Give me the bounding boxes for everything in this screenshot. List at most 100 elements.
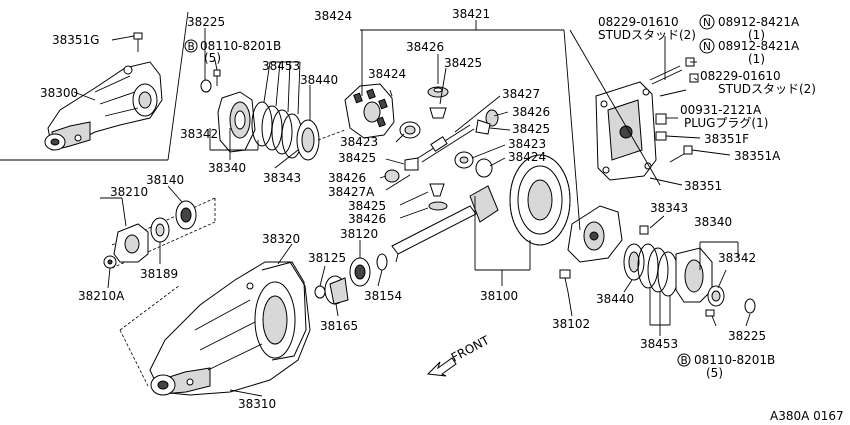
gasket-38320-drawing — [261, 261, 307, 361]
label-38440-upper: 38440 — [300, 73, 338, 87]
label-38154: 38154 — [364, 289, 402, 303]
label-08912-upper-qty: (1) — [748, 28, 765, 42]
rear-cover-38351-drawing — [595, 81, 657, 181]
bearing-38440-lower-drawing — [623, 243, 645, 281]
label-38424-right: 38424 — [508, 150, 546, 164]
pinion-shaft-38427-drawing — [417, 124, 475, 163]
bearing-38120-drawing — [349, 257, 371, 287]
label-08110-lower-qty: (5) — [706, 366, 723, 380]
side-retainer-upper-drawing — [217, 91, 256, 153]
carrier-38310-drawing — [149, 261, 311, 396]
label-38423-right: 38423 — [508, 137, 546, 151]
label-38427: 38427 — [502, 87, 540, 101]
label-38189: 38189 — [140, 267, 178, 281]
label-38342-lower: 38342 — [718, 251, 756, 265]
label-38300: 38300 — [40, 86, 78, 100]
label-38340-lower: 38340 — [694, 215, 732, 229]
label-38225-lower: 38225 — [728, 329, 766, 343]
label-38343-lower: 38343 — [650, 201, 688, 215]
washer-38424-right-drawing — [475, 158, 493, 178]
label-38426-top: 38426 — [406, 40, 444, 54]
washer-38426-left-drawing — [384, 169, 400, 183]
label-38120: 38120 — [340, 227, 378, 241]
label-00931: 00931-2121A — [680, 103, 762, 117]
washer-38426-bottom-drawing — [428, 201, 448, 211]
drive-pinion-38100-drawing — [391, 185, 499, 263]
label-38424-mid: 38424 — [368, 67, 406, 81]
label-08110-lower: 08110-8201B — [694, 353, 775, 367]
o-ring-38225-upper — [200, 79, 212, 93]
mark-b-lower-icon — [677, 353, 691, 367]
seal-38342-lower-drawing — [707, 285, 725, 307]
label-08110-upper: 08110-8201B — [200, 39, 281, 53]
washer-38426-top-drawing — [427, 86, 449, 98]
label-38425-bottom: 38425 — [348, 199, 386, 213]
label-38320: 38320 — [262, 232, 300, 246]
label-08912-lower: 08912-8421A — [718, 39, 800, 53]
bolt-38102-drawing — [559, 269, 571, 293]
shim-stack-38453-lower — [637, 243, 679, 297]
side-gear-38423-drawing — [399, 121, 421, 139]
flange-38210-drawing — [113, 223, 149, 263]
label-08912-lower-qty: (1) — [748, 52, 765, 66]
o-ring-38225-lower — [744, 298, 756, 314]
label-00931-sub: PLUGプラグ(1) — [684, 116, 768, 130]
label-38425-right: 38425 — [512, 122, 550, 136]
bearing-38140-drawing — [175, 200, 197, 230]
label-38453-upper: 38453 — [262, 59, 300, 73]
label-08229-lower-sub: STUDスタッド(2) — [718, 82, 816, 96]
plug-00931-drawing — [655, 113, 667, 125]
label-38102: 38102 — [552, 317, 590, 331]
bolt-38351F-drawing — [655, 131, 667, 141]
label-38424-top: 38424 — [314, 9, 352, 23]
dash-housing-left — [119, 284, 181, 331]
label-08229-upper: 08229-01610 — [598, 15, 679, 29]
stud-08229-upper-drawing — [649, 65, 683, 85]
label-38351G: 38351G — [52, 33, 99, 47]
label-38440-lower: 38440 — [596, 292, 634, 306]
label-08229-upper-sub: STUDスタッド(2) — [598, 28, 696, 42]
dash-flange-bottom — [111, 221, 216, 269]
bolt-08110-lower-drawing — [705, 309, 717, 327]
nut-38210A-drawing — [103, 255, 117, 269]
pinion-38425-bottom-drawing — [429, 183, 445, 197]
washer-38426-right-drawing — [485, 109, 499, 127]
bolt-ring-gear-drawing — [639, 225, 649, 235]
shim-stack-38453-upper — [251, 101, 303, 159]
bolt-08110-upper-drawing — [213, 69, 221, 86]
label-38426-right: 38426 — [512, 105, 550, 119]
label-38343-upper: 38343 — [263, 171, 301, 185]
label-38340-upper: 38340 — [208, 161, 246, 175]
label-08229-lower: 08229-01610 — [700, 69, 781, 83]
side-retainer-lower-drawing — [675, 247, 713, 303]
washer-38154-drawing — [376, 253, 388, 271]
seal-38189-drawing — [150, 217, 170, 243]
label-38100: 38100 — [480, 289, 518, 303]
inset-diff-assembly-drawing — [44, 61, 163, 151]
mark-b-upper-icon — [184, 39, 198, 53]
label-38426-left: 38426 — [328, 171, 366, 185]
mark-b-lower: B — [681, 355, 688, 367]
mark-b-upper: B — [188, 41, 195, 53]
inset-frame-side — [167, 11, 189, 161]
label-38210A: 38210A — [78, 289, 125, 303]
leader-lines — [73, 20, 751, 397]
label-38427A: 38427A — [328, 185, 375, 199]
label-38342-upper: 38342 — [180, 127, 218, 141]
label-38210: 38210 — [110, 185, 148, 199]
label-38125: 38125 — [308, 251, 346, 265]
label-38310: 38310 — [238, 397, 276, 411]
ring-gear-drawing — [509, 154, 571, 246]
label-38425-top: 38425 — [444, 56, 482, 70]
diff-case-38424-drawing — [344, 83, 395, 139]
diff-case-38102-drawing — [567, 205, 623, 263]
label-08110-upper-qty: (5) — [204, 51, 221, 65]
label-38351F: 38351F — [704, 132, 749, 146]
front-label: FRONT — [449, 333, 492, 365]
label-38351A: 38351A — [734, 149, 781, 163]
collapsible-spacer-38125-drawing — [314, 285, 326, 299]
label-38453-lower: 38453 — [640, 337, 678, 351]
label-38421: 38421 — [452, 7, 490, 21]
dash-housing-lower — [119, 329, 149, 387]
